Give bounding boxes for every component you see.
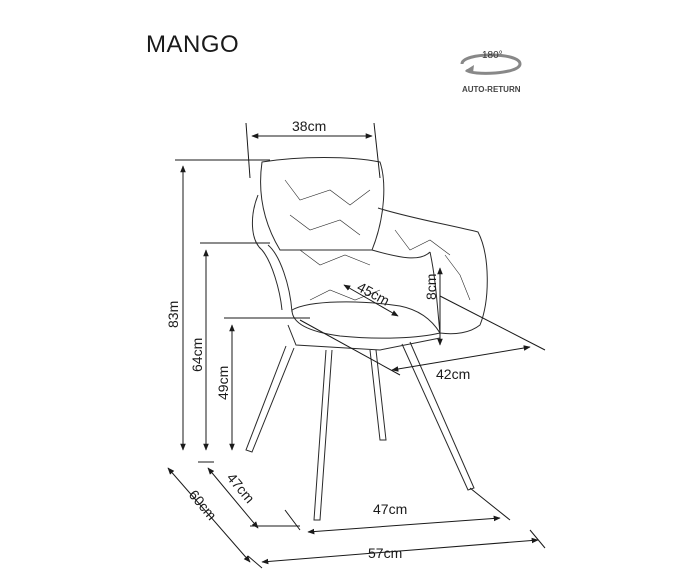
label-armrest-height: 64cm (189, 338, 205, 372)
label-back-depth: 42cm (436, 366, 470, 382)
product-title: MANGO (146, 31, 240, 58)
label-base-width: 47cm (373, 501, 407, 517)
rotation-angle: 180° (482, 50, 503, 61)
label-seat-depth: 45cm (355, 279, 393, 309)
rotation-icon: 180° AUTO-RETURN (460, 50, 522, 94)
rotation-caption: AUTO-RETURN (462, 85, 521, 94)
label-base-depth: 47cm (224, 470, 258, 507)
dimension-lines (167, 122, 546, 569)
label-overall-depth: 60cm (186, 487, 220, 524)
label-armrest-thickness: 8cm (423, 274, 439, 300)
label-seat-height: 49cm (215, 366, 231, 400)
chair-illustration (245, 157, 488, 521)
label-seat-width: 38cm (292, 118, 326, 134)
label-total-height: 83m (165, 301, 181, 328)
label-overall-width: 57cm (368, 545, 402, 561)
